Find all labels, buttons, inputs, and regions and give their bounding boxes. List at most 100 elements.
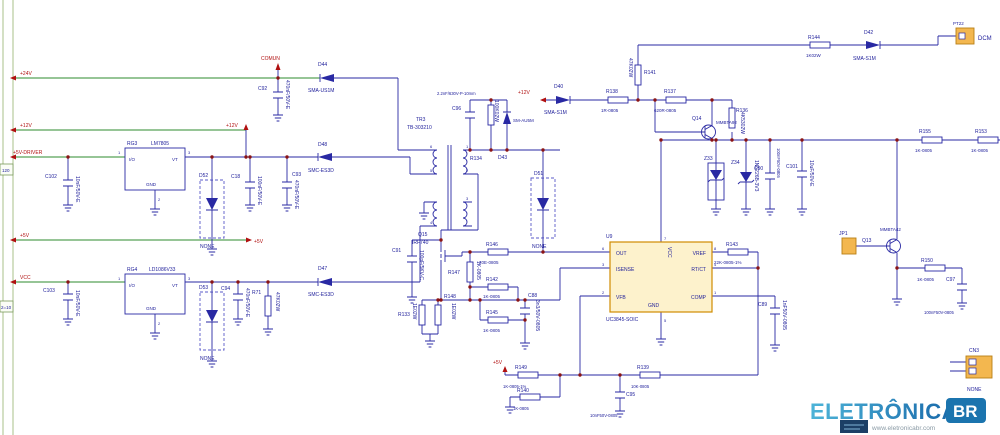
- net-label: +24V: [20, 71, 32, 77]
- schematic-label: TB-303210: [407, 125, 432, 131]
- schematic-label: 5: [664, 318, 667, 323]
- watermark-stamp-lines: [844, 424, 864, 430]
- schematic-label: 1: [466, 144, 469, 149]
- schematic-label: VCC: [666, 247, 672, 258]
- schematic-label: 620R-0805: [654, 108, 677, 113]
- schematic-label: R150: [921, 258, 933, 264]
- schematic-label: 2: [158, 197, 161, 202]
- schematic-label: 1K-0805: [915, 148, 933, 153]
- schematic-label: SMC-ES3D: [308, 292, 334, 298]
- schematic-label: NONE: [200, 356, 215, 362]
- schematic-label: D53: [199, 285, 208, 291]
- net-label: +5V: [254, 239, 264, 245]
- net-label: VCC: [20, 275, 31, 281]
- schematic-label: SMA-S1M: [544, 110, 567, 116]
- schematic-label: 10nF/50V-E: [74, 290, 80, 317]
- schematic-label: 3: [188, 150, 191, 155]
- schematic-label: 1K-0805-1%: [503, 384, 527, 389]
- schematic-label: VT: [172, 157, 178, 162]
- wires: [67, 35, 1000, 408]
- schematic-label: 47K02W: [274, 292, 280, 311]
- schematic-label: VFB: [616, 295, 626, 301]
- schematic-label: R149: [515, 365, 527, 371]
- schematic-label: R133: [398, 312, 410, 318]
- schematic-label: RT/CT: [691, 267, 706, 273]
- page-border: [0, 0, 14, 435]
- schematic-label: 1K-0805: [917, 277, 935, 282]
- schematic-label: 1K-0805: [971, 148, 989, 153]
- connector-pt22: [955, 27, 975, 45]
- schematic-label: Z33: [704, 156, 713, 162]
- schematic-label: 3: [188, 276, 191, 281]
- schematic-label: SMA-US1M: [308, 88, 334, 94]
- schematic-label: R71: [252, 290, 261, 296]
- schematic-label: NONE: [532, 244, 547, 250]
- schematic-label: PT22: [953, 21, 964, 26]
- schematic-label: 8: [714, 246, 717, 251]
- schematic-label: 100pF/5KV-C: [418, 250, 424, 280]
- schematic-label: 1K-0805: [483, 294, 501, 299]
- schematic-label: SMA-S1M: [853, 56, 876, 62]
- schematic-label: 4K5302W: [739, 112, 745, 134]
- schematic-label: C88: [528, 293, 537, 299]
- watermark-brand: ELETRÔNICA: [810, 399, 958, 424]
- schematic-label: D42: [864, 30, 873, 36]
- schematic-label: C18: [231, 174, 240, 180]
- schematic-label: OUT: [616, 251, 627, 257]
- schematic-label: 1: [118, 276, 121, 281]
- schematic-label: C95: [626, 392, 635, 398]
- schematic-label: IRF740: [412, 240, 429, 246]
- schematic-label: 3: [602, 262, 605, 267]
- net-label: COMUN: [261, 56, 280, 62]
- schematic-label: GND: [146, 182, 157, 187]
- schematic-label: R142: [486, 277, 498, 283]
- schematic-label: 4: [714, 262, 717, 267]
- schematic-label: D43: [498, 155, 507, 161]
- schematic-label: 1K-0805: [483, 328, 501, 333]
- schematic-label: R137: [664, 89, 676, 95]
- schematic-label: 6: [602, 246, 605, 251]
- schematic-label: C93: [292, 172, 301, 178]
- net-label: +12V: [20, 123, 32, 129]
- schematic-label: 1: [714, 290, 717, 295]
- schematic-label: D51: [534, 171, 543, 177]
- net-label: +5V: [493, 360, 503, 366]
- ic-u9: [609, 241, 713, 313]
- labels-layer: +24V+12V+5V-DRIVER+5VVCCCOMUN+12V+5V+12V…: [1, 21, 992, 418]
- schematic-label: Z34: [731, 160, 740, 166]
- schematic-label: 3n3/50V-0805: [534, 300, 540, 331]
- schematic-label: 2: [602, 290, 605, 295]
- watermark-badge: [946, 398, 986, 423]
- schematic-label: R145: [486, 310, 498, 316]
- schematic-label: COMP: [691, 295, 707, 301]
- schematic-label: R134: [470, 156, 482, 162]
- schematic-label: 2: [466, 168, 469, 173]
- schematic-label: RG4: [127, 267, 138, 273]
- off-page-arrows: [10, 63, 546, 372]
- schematic-label: C102: [45, 174, 57, 180]
- diodes: [317, 40, 881, 287]
- watermark-badge-text: BR: [953, 402, 978, 421]
- supply-rails: [16, 77, 320, 283]
- schematic-label: 3: [466, 196, 469, 201]
- schematic-label: 1E02W: [450, 303, 456, 320]
- schematic-label: C91: [392, 248, 401, 254]
- schematic-label: 1K02W: [806, 53, 822, 58]
- schematic-label: C89: [758, 302, 767, 308]
- schematic-label: D48: [318, 142, 327, 148]
- schematic-label: 47K02W: [627, 58, 633, 77]
- schematic-label: U9: [606, 234, 613, 240]
- schematic-label: 120: [2, 168, 10, 173]
- schematic-label: Q15: [418, 232, 428, 238]
- net-label: +12V: [226, 123, 238, 129]
- schematic-label: 10nF/50V-E: [74, 176, 80, 203]
- schematic-label: MMBTA42: [880, 227, 901, 232]
- schematic-label: 470nF/50V-E: [284, 80, 290, 110]
- schematic-label: LM7805: [151, 141, 169, 147]
- schematic-label: 1: [118, 150, 121, 155]
- mosfet-q15: [440, 248, 446, 264]
- schematic-label: C103: [43, 288, 55, 294]
